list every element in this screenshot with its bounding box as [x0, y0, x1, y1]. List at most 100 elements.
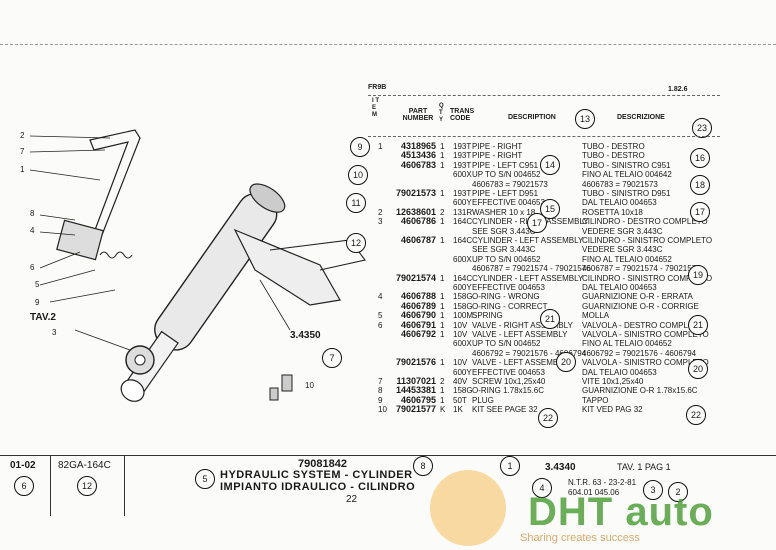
row-trans-code: 131R — [453, 207, 473, 217]
row-description: EFFECTIVE 004653 — [472, 283, 545, 292]
row-item: 2 — [378, 207, 383, 217]
ntr-line-2: 604.01 045.06 — [568, 488, 620, 497]
callout-circle-20a: 20 — [556, 352, 576, 372]
callout-10: 10 — [305, 381, 314, 390]
callout-5: 5 — [35, 280, 40, 289]
row-part-number: 4606792 — [400, 329, 436, 339]
watermark-logo — [430, 470, 506, 546]
row-trans-code: 40V — [453, 377, 468, 386]
row-trans-code: 193T — [453, 142, 472, 151]
col-qty: Q T Y — [439, 103, 444, 123]
row-trans-code: 600X — [453, 339, 472, 349]
row-part-number: 4606786 — [400, 216, 436, 227]
row-description-it: KIT VED PAG 32 — [582, 405, 643, 415]
row-description: KIT SEE PAGE 32 — [472, 405, 538, 415]
callout-circle-23: 23 — [692, 118, 712, 138]
row-description: SEE SGR 3.443C — [472, 226, 536, 236]
row-description-it: VITE 10x1,25x40 — [582, 377, 644, 386]
callout-circle-17a: 17 — [527, 213, 547, 233]
callout-circle-3: 3 — [643, 480, 663, 500]
row-part-number: 12638601 — [395, 206, 436, 217]
row-qty: 2 — [440, 207, 445, 217]
footer-code: 82GA-164C — [58, 460, 111, 471]
tav-label: TAV.2 — [30, 312, 56, 323]
callout-circle-2: 2 — [668, 482, 688, 502]
callout-circle-15: 15 — [540, 199, 560, 219]
row-trans-code: 600X — [453, 170, 472, 180]
row-description: PIPE - LEFT D951 — [472, 189, 539, 198]
row-description: O-RING 1.78x15.6C — [472, 386, 545, 396]
row-description: O-RING - CORRECT — [472, 301, 548, 311]
ref-code: 1.82.6 — [668, 86, 688, 93]
row-trans-code: 1K — [453, 405, 463, 415]
row-part-number: 4606783 — [400, 159, 436, 170]
row-description: CYLINDER - LEFT ASSEMBLY — [472, 236, 584, 245]
row-description-it: TUBO - DESTRO — [582, 151, 645, 161]
row-description: UP TO S/N 004652 — [472, 254, 541, 264]
callout-circle-11: 11 — [346, 193, 366, 213]
row-trans-code: 158G — [453, 292, 473, 302]
row-description: SCREW 10x1,25x40 — [472, 377, 546, 386]
row-description-it: DAL TELAIO 004653 — [582, 283, 657, 292]
row-trans-code: 193T — [453, 151, 472, 161]
row-part-number: 4606795 — [400, 394, 436, 405]
row-item: 7 — [378, 377, 383, 386]
row-description: EFFECTIVE 004653 — [472, 198, 545, 208]
row-description-it: CILINDRO - SINISTRO COMPLETO — [582, 273, 713, 283]
row-trans-code: 164C — [453, 236, 473, 245]
callout-circle-10: 10 — [348, 165, 368, 185]
row-qty: 1 — [440, 151, 445, 161]
ntr-line: N.T.R. 63 - 23-2-81 — [568, 478, 637, 487]
row-description-it: VALVOLA - DESTRO COMPLETO — [582, 320, 705, 330]
callout-circle-14: 14 — [540, 155, 560, 175]
row-trans-code: 158G — [453, 386, 473, 396]
row-description-it: 4606792 = 79021576 - 4606794 — [582, 348, 697, 358]
row-item: 6 — [378, 320, 383, 330]
callout-2: 2 — [20, 131, 25, 140]
callout-circle-20b: 20 — [688, 359, 708, 379]
row-part-number: 79021577 — [395, 404, 436, 415]
row-item: 3 — [378, 217, 383, 227]
row-description: WASHER 10 x 18 — [472, 207, 536, 217]
page-number: 22 — [346, 494, 358, 505]
row-trans-code: 100M — [453, 311, 474, 321]
row-description: 4606783 = 79021573 — [472, 179, 548, 189]
callout-circle-12b: 12 — [77, 476, 97, 496]
row-qty: 1 — [440, 330, 445, 339]
callout-circle-17b: 17 — [690, 202, 710, 222]
row-description-it: CILINDRO - SINISTRO COMPLETO — [582, 236, 713, 245]
row-description-it: 4606783 = 79021573 — [582, 179, 658, 189]
row-part-number: 4606788 — [400, 291, 436, 302]
row-description-it: FINO AL TELAIO 004652 — [582, 254, 672, 264]
callout-circle-22b: 22 — [686, 405, 706, 425]
col-trans: TRANS CODE — [450, 108, 475, 122]
row-trans-code: 50T — [453, 395, 467, 405]
row-description: PIPE - RIGHT — [472, 142, 523, 151]
callout-7: 7 — [20, 147, 25, 156]
row-description: PIPE - RIGHT — [472, 151, 523, 161]
row-description-it: 4606787 = 79021574 - 79021576 — [582, 264, 701, 274]
callout-4: 4 — [30, 226, 35, 235]
row-qty: 1 — [440, 160, 445, 170]
footer-rule — [0, 455, 776, 456]
footer-divider-1 — [50, 456, 51, 516]
row-qty: 1 — [440, 320, 445, 330]
row-part-number: 79021573 — [395, 188, 436, 198]
row-part-number: 14453381 — [395, 385, 436, 396]
group-number: 79081842 — [298, 458, 347, 470]
header-rule-bottom — [368, 136, 720, 137]
row-trans-code: 10V — [453, 358, 468, 368]
row-qty: 1 — [440, 395, 445, 405]
row-trans-code: 164C — [453, 273, 473, 283]
row-qty: 1 — [440, 301, 445, 311]
row-part-number: 4318965 — [400, 141, 436, 151]
row-description: SEE SGR 3.443C — [472, 245, 536, 255]
row-description: VALVE - RIGHT ASSEMBLY — [472, 320, 573, 330]
row-qty: 1 — [440, 236, 445, 245]
top-border — [0, 44, 776, 45]
row-description: PIPE - LEFT C951 — [472, 160, 539, 170]
row-description-it: TAPPO — [582, 395, 609, 405]
col-desc-it: DESCRIZIONE — [617, 114, 665, 121]
row-description: O-RING - WRONG — [472, 292, 540, 302]
